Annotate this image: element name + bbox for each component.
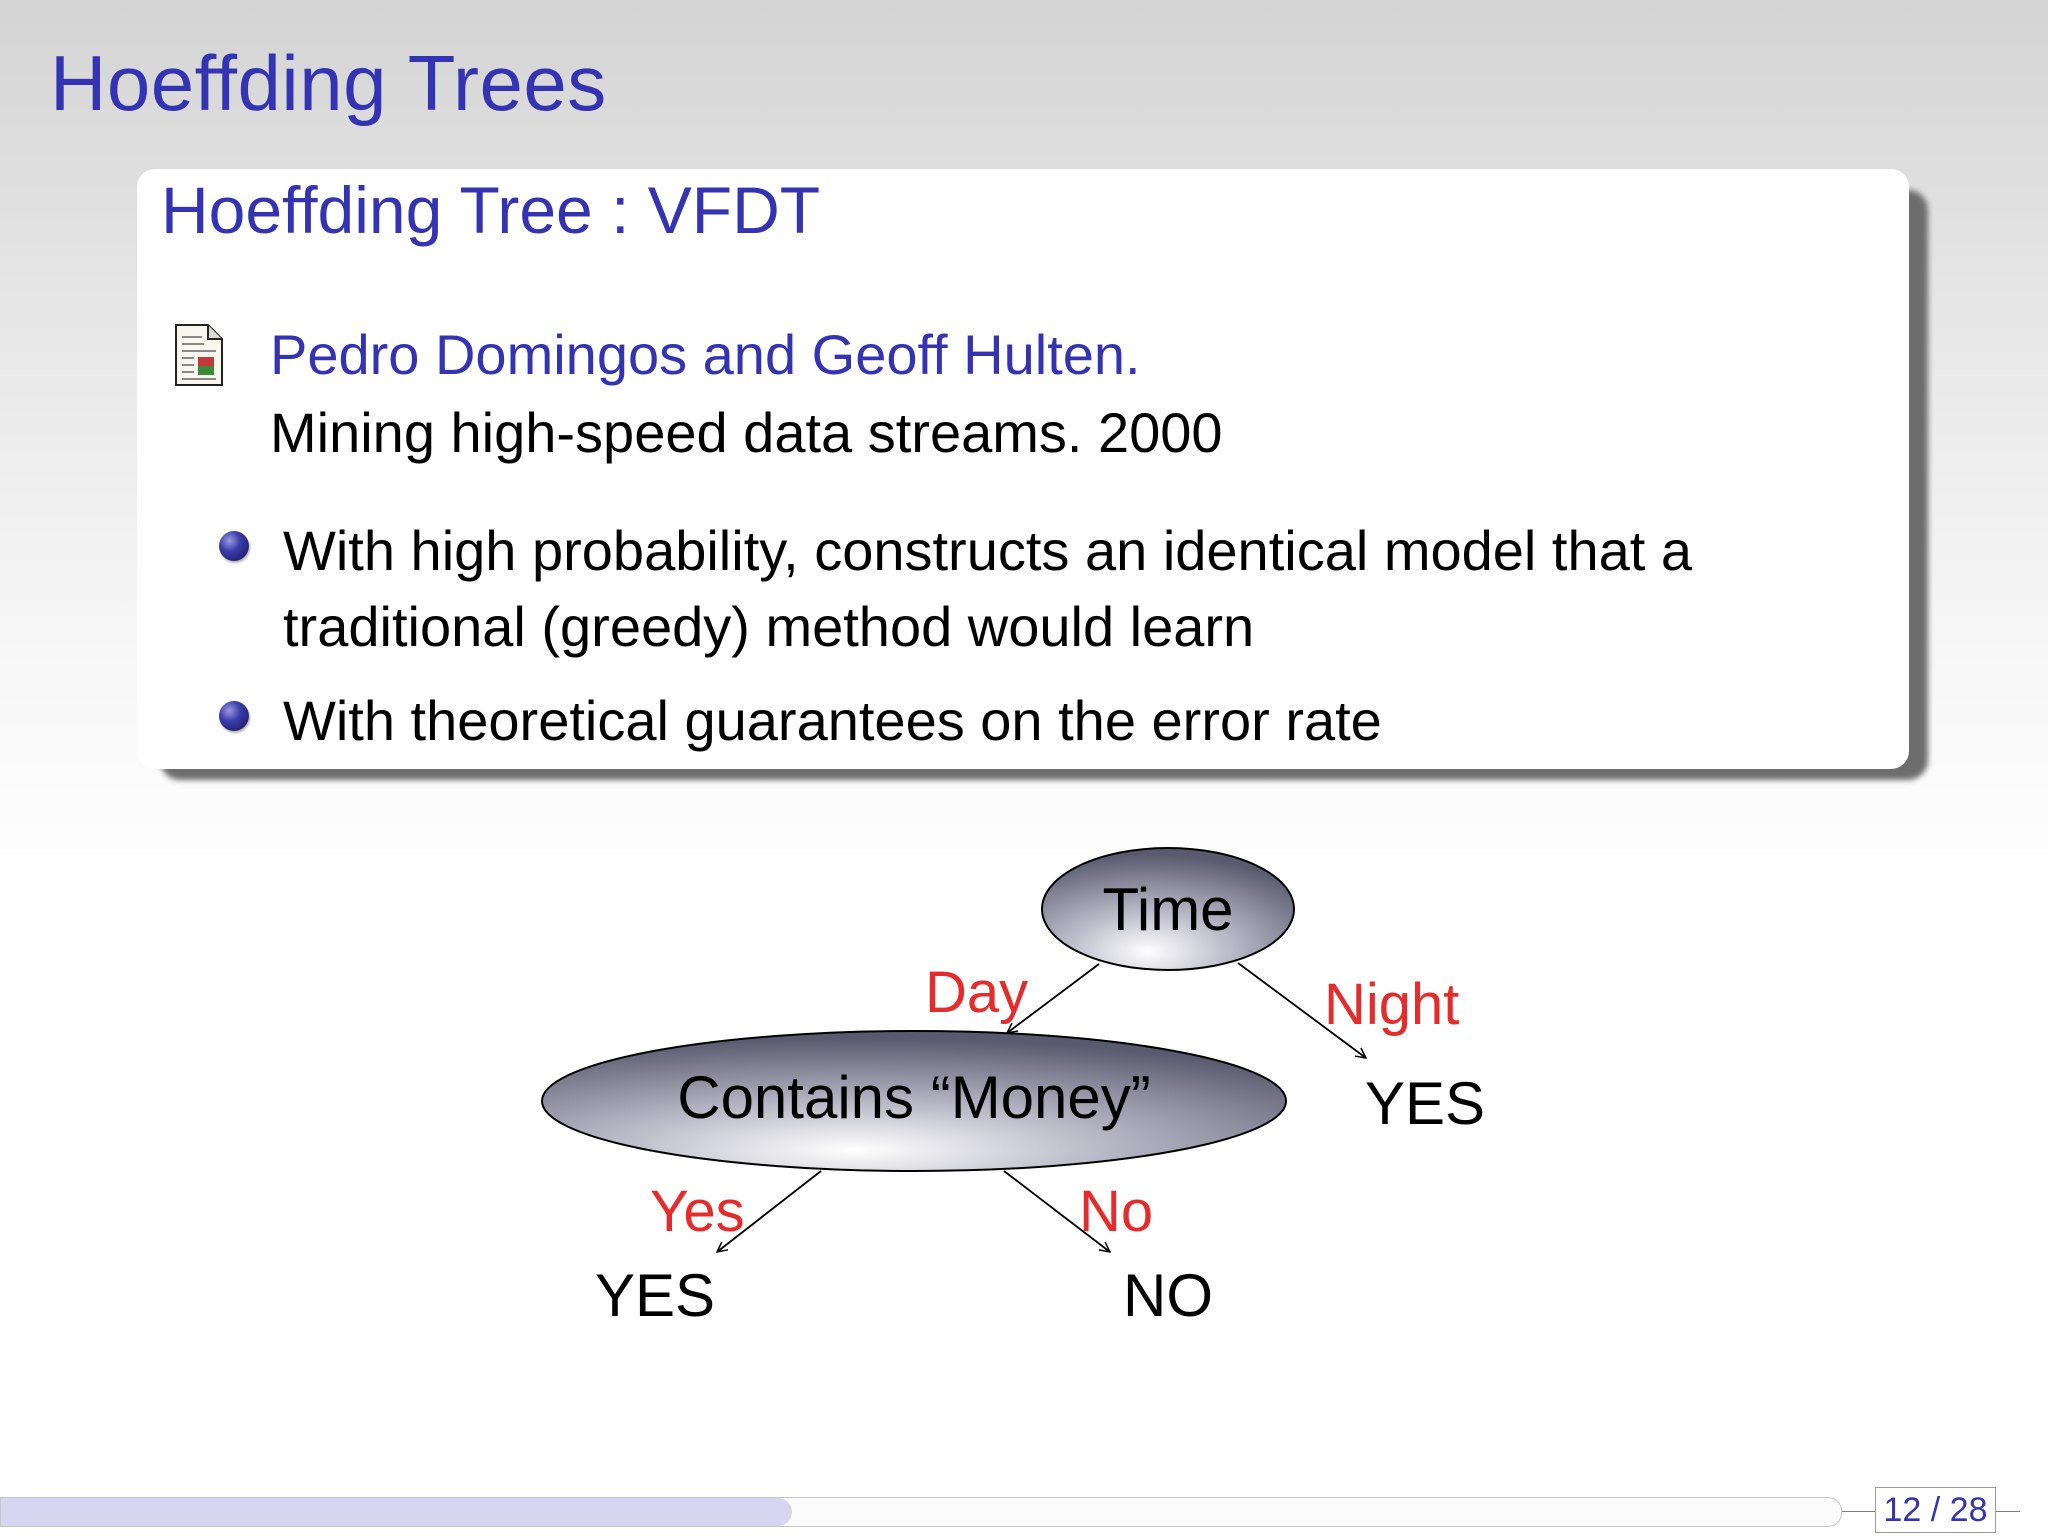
reference-title: Mining high-speed data streams. 2000	[270, 401, 1223, 464]
progress-bar-fill	[1, 1498, 793, 1526]
bullet-line: With theoretical guarantees on the error…	[283, 689, 1382, 752]
edge-no	[1003, 1170, 1110, 1252]
block-title: Hoeffding Tree : VFDT	[161, 173, 821, 247]
root-node-label: Time	[1102, 876, 1233, 943]
contains-money-node	[541, 1030, 1287, 1172]
root-node	[1041, 847, 1295, 971]
reference-authors: Pedro Domingos and Geoff Hulten.	[270, 323, 1141, 386]
bullet-marker	[219, 531, 249, 561]
bullet-line: With high probability, constructs an ide…	[283, 519, 1693, 582]
contains-money-node-label: Contains “Money”	[677, 1064, 1151, 1131]
bullet-text: With high probability, constructs an ide…	[283, 513, 1692, 665]
slide-title: Hoeffding Trees	[50, 39, 607, 127]
edge-label-day: Day	[925, 960, 1028, 1025]
edge-label-no: No	[1079, 1179, 1153, 1244]
leaf-no: NO	[1123, 1262, 1213, 1329]
theorem-block	[137, 169, 1909, 769]
document-icon	[175, 324, 223, 386]
edge-night	[1237, 962, 1366, 1058]
edge-label-night: Night	[1324, 972, 1459, 1037]
page-number: 12 / 28	[1875, 1487, 1996, 1533]
leaf-yes: YES	[595, 1262, 715, 1329]
bullet-text: With theoretical guarantees on the error…	[283, 683, 1382, 759]
edge-label-yes: Yes	[650, 1179, 745, 1244]
progress-bar	[0, 1497, 1842, 1527]
footer-line	[1842, 1511, 1875, 1512]
edge-day	[1007, 963, 1100, 1033]
leaf-night-yes: YES	[1365, 1070, 1485, 1137]
bullet-marker	[219, 701, 249, 731]
footer-line	[1996, 1511, 2020, 1512]
edge-yes	[717, 1170, 822, 1252]
decision-tree-diagram: Time Contains “Money” Day Night Yes No Y…	[541, 847, 1485, 1329]
bullet-line: traditional (greedy) method would learn	[283, 595, 1255, 658]
